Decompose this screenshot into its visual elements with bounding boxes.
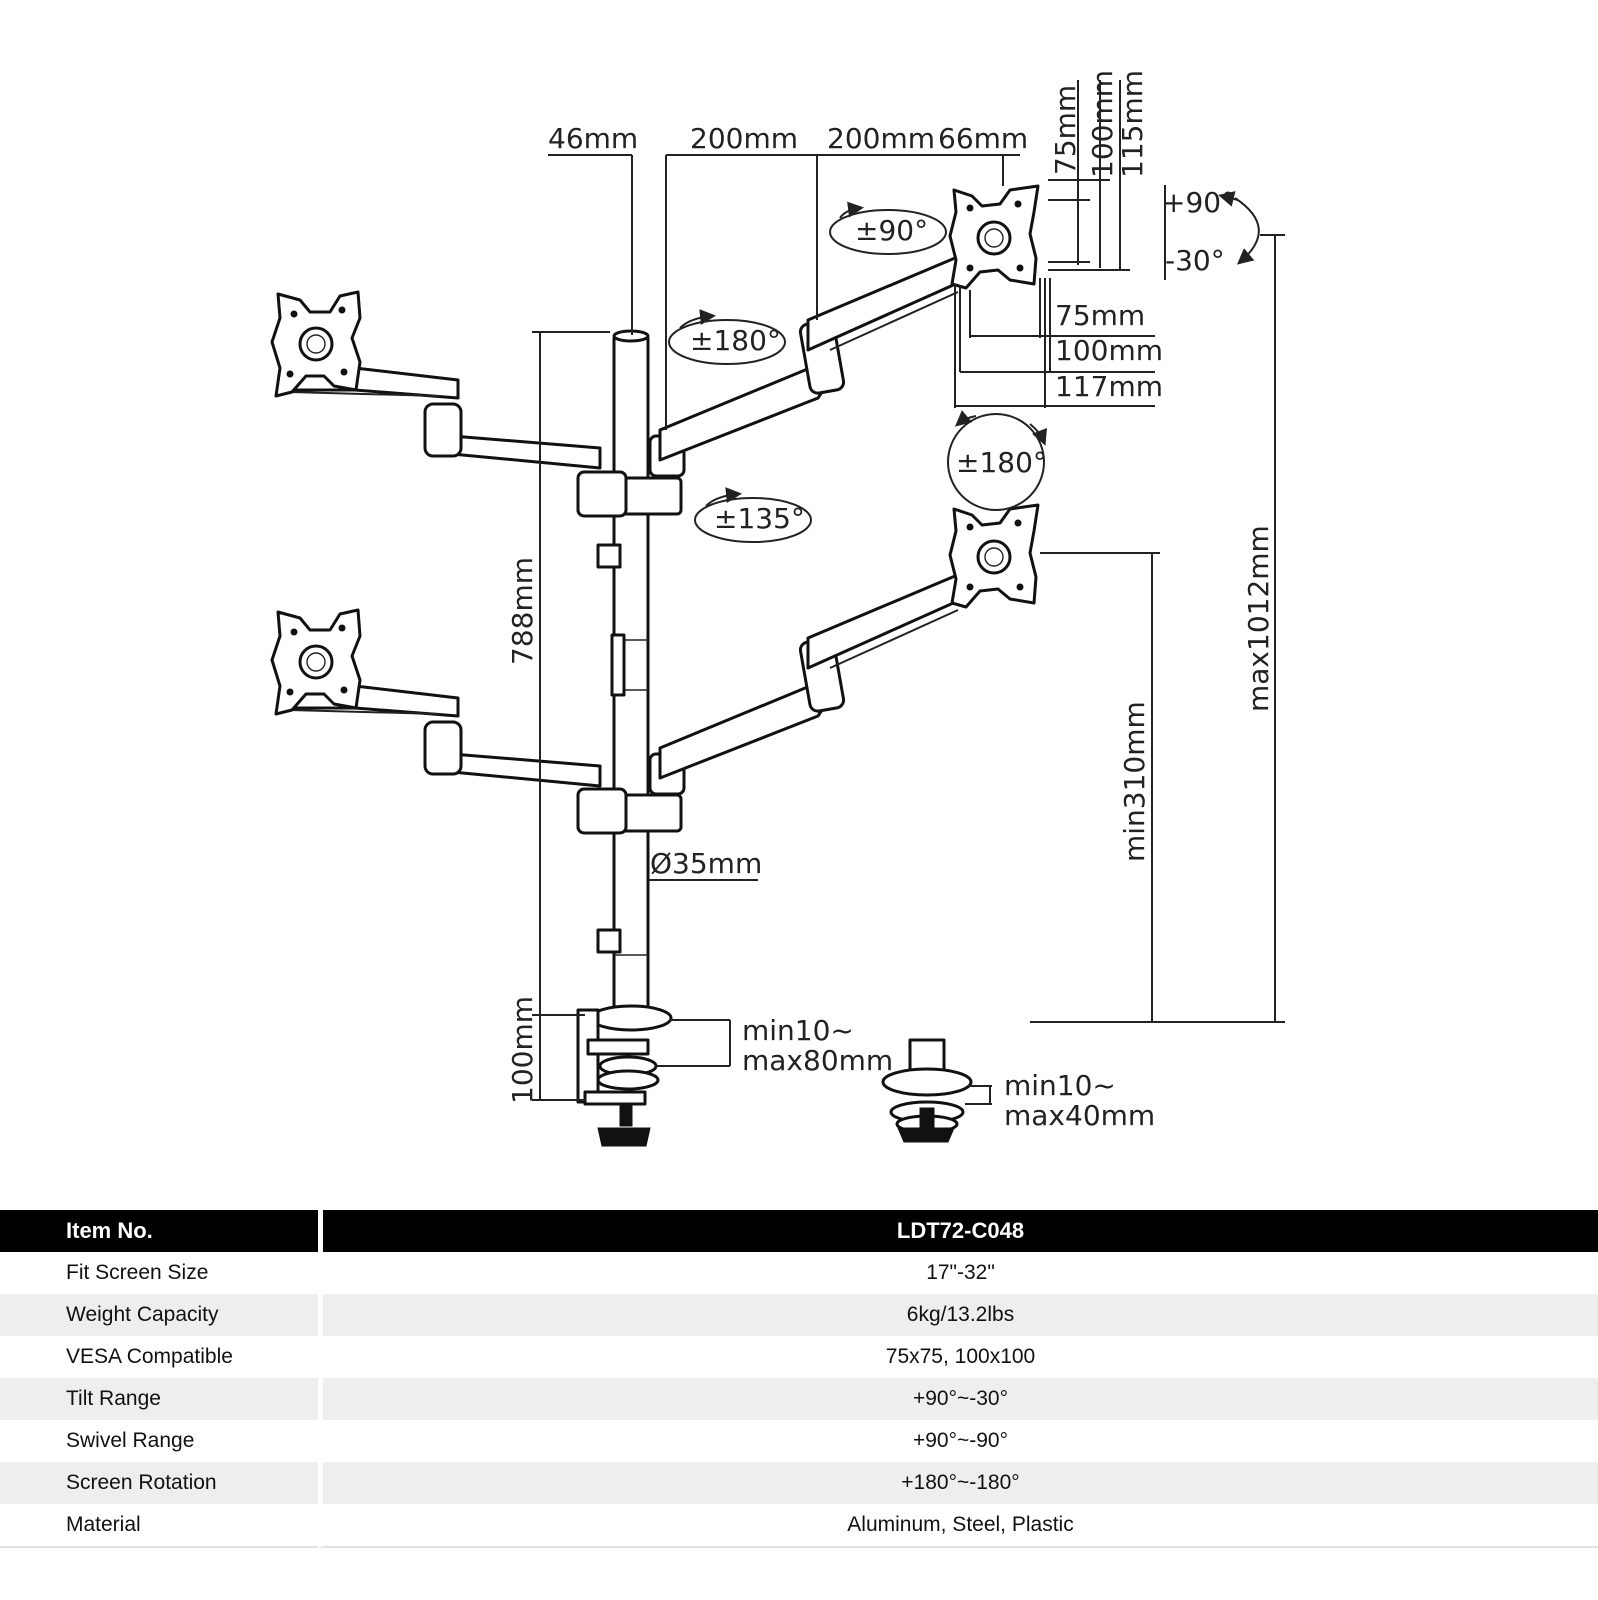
spec-value: 75x75, 100x100 (318, 1336, 1598, 1378)
spec-value: +90°~-90° (318, 1420, 1598, 1462)
offset-66-label: 66mm (938, 122, 1028, 155)
spec-row: Swivel Range +90°~-90° (0, 1420, 1598, 1462)
vesa-v-100-label: 100mm (1086, 70, 1119, 178)
spec-label: VESA Compatible (66, 1345, 233, 1368)
clamp-range-min-label: min10~ (742, 1014, 854, 1047)
max-height-label: max1012mm (1242, 525, 1275, 712)
spec-row: VESA Compatible 75x75, 100x100 (0, 1336, 1598, 1378)
arm-rotation-label: ±180° (690, 324, 781, 357)
spec-table: Item No. LDT72-C048 Fit Screen Size 17"-… (0, 1210, 1598, 1548)
spec-label: Fit Screen Size (66, 1261, 209, 1284)
vesa-h-117-label: 117mm (1055, 370, 1163, 403)
vesa-v-75-label: 75mm (1049, 85, 1082, 175)
dimension-labels: 46mm 200mm 200mm 66mm 75mm 100mm 115mm 7… (506, 70, 1275, 1132)
spec-row: Weight Capacity 6kg/13.2lbs (0, 1294, 1598, 1336)
vesa-h-75-label: 75mm (1055, 299, 1145, 332)
arm-200b-label: 200mm (827, 122, 935, 155)
base-rotation-label: ±135° (714, 502, 805, 535)
spec-label: Swivel Range (66, 1429, 195, 1452)
spec-label: Material (0, 1504, 318, 1548)
spec-value: +180°~-180° (318, 1462, 1598, 1504)
swivel-label: ±90° (855, 214, 928, 247)
lower-right-arm (648, 574, 974, 796)
offset-46-label: 46mm (548, 122, 638, 155)
spec-label: Tilt Range (0, 1378, 318, 1420)
arm-200a-label: 200mm (690, 122, 798, 155)
vesa-plate-lower-left (270, 608, 362, 716)
desk-clamp (576, 1004, 673, 1147)
screen-rotation-label: ±180° (956, 446, 1047, 479)
vesa-plate-upper-right (948, 184, 1040, 290)
grommet-range-min-label: min10~ (1004, 1069, 1116, 1102)
item-no-value: LDT72-C048 (318, 1210, 1598, 1252)
upper-right-arm (648, 256, 974, 478)
vesa-h-100-label: 100mm (1055, 334, 1163, 367)
spec-row: Screen Rotation +180°~-180° (0, 1462, 1598, 1504)
tilt-up-label: +90° (1162, 186, 1235, 219)
grommet-range-max-label: max40mm (1004, 1099, 1155, 1132)
min-height-label: min310mm (1118, 701, 1151, 862)
clamp-range-max-label: max80mm (742, 1044, 893, 1077)
spec-value: 6kg/13.2lbs (318, 1294, 1598, 1336)
spec-value: +90°~-30° (318, 1378, 1598, 1420)
spec-row: Material Aluminum, Steel, Plastic (0, 1504, 1598, 1548)
tilt-down-label: -30° (1165, 244, 1225, 277)
vesa-plate-upper-left (270, 290, 362, 398)
rotation-symbols (668, 191, 1260, 543)
spec-value: 17"-32" (318, 1252, 1598, 1294)
pole-diameter-label: Ø35mm (650, 847, 762, 880)
height-788-label: 788mm (506, 557, 539, 665)
spec-label: Weight Capacity (0, 1294, 318, 1336)
grommet-mount (881, 1038, 973, 1143)
vesa-plate-lower-right (948, 503, 1040, 609)
vesa-v-115-label: 115mm (1116, 70, 1149, 178)
spec-header-row: Item No. LDT72-C048 (0, 1210, 1598, 1252)
item-no-label: Item No. (0, 1210, 318, 1252)
dimension-lines (532, 80, 1285, 1105)
lower-left-arm (289, 684, 683, 835)
spec-value: Aluminum, Steel, Plastic (318, 1504, 1598, 1548)
spec-row: Fit Screen Size 17"-32" (0, 1252, 1598, 1294)
pole (596, 329, 650, 1012)
product-dimension-diagram: 46mm 200mm 200mm 66mm 75mm 100mm 115mm 7… (270, 70, 1285, 1147)
clamp-100-label: 100mm (506, 996, 539, 1104)
spec-row: Tilt Range +90°~-30° (0, 1378, 1598, 1420)
spec-label: Screen Rotation (0, 1462, 318, 1504)
